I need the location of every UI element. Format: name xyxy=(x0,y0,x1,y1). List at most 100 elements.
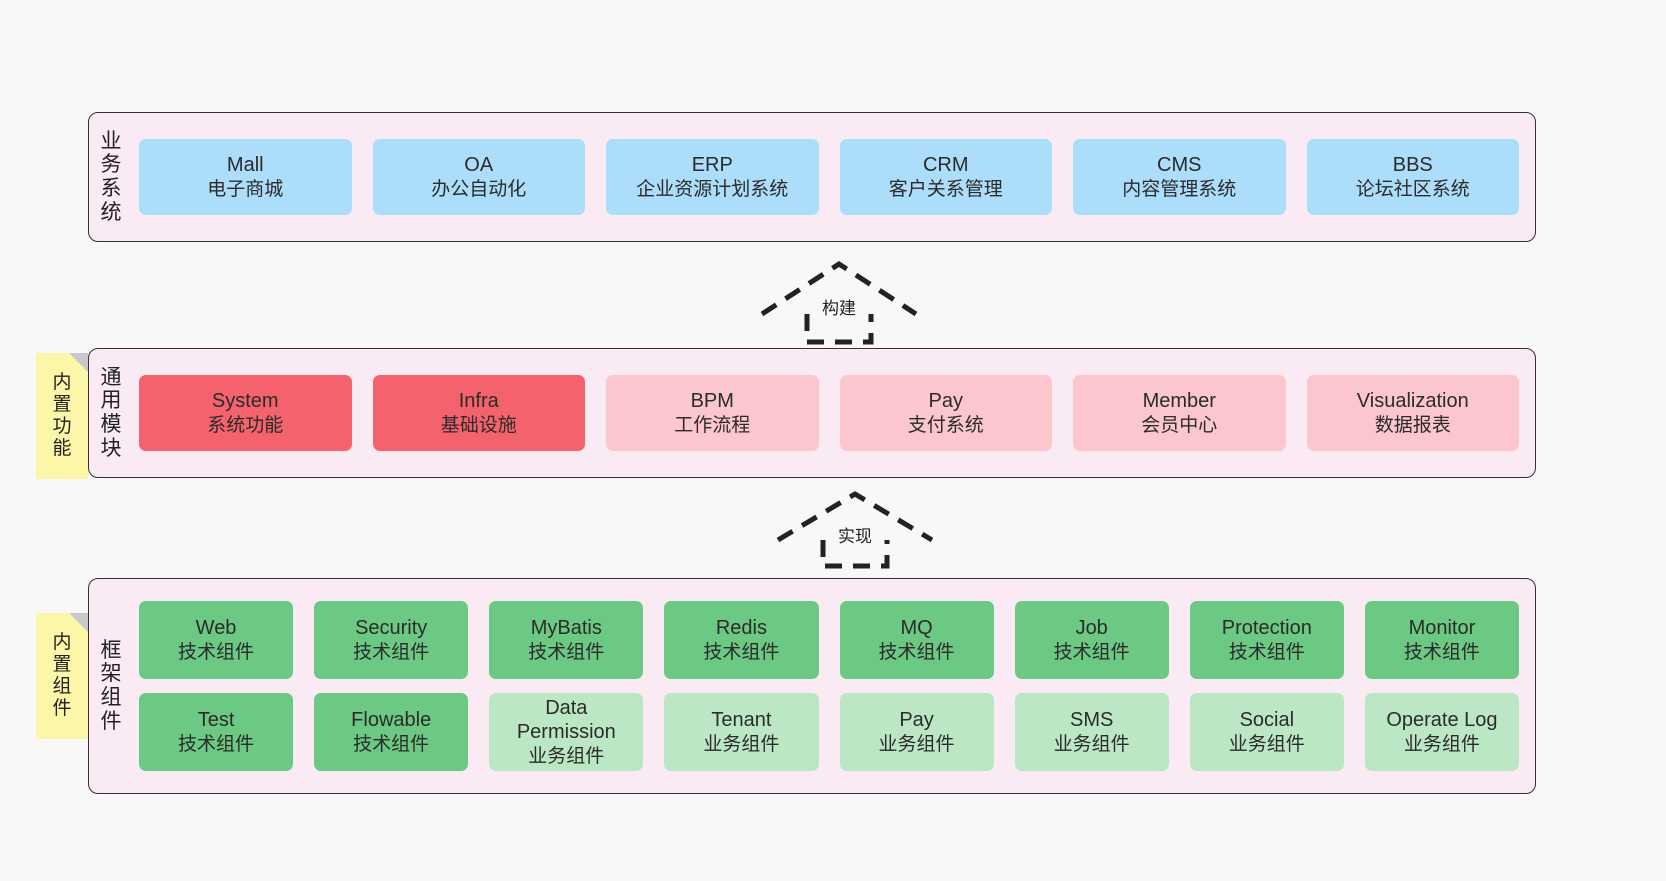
vertical-label-char: 务 xyxy=(100,153,122,177)
layer-framework-component-label: 框架组件 xyxy=(89,579,133,793)
module-box-desc: 客户关系管理 xyxy=(888,178,1003,200)
vertical-label-char: 模 xyxy=(100,413,122,436)
module-box-name: Mall xyxy=(226,154,264,177)
module-box-desc: 业务组件 xyxy=(1403,733,1480,755)
vertical-label-char: 框 xyxy=(100,638,122,662)
module-box-desc: 业务组件 xyxy=(703,733,780,755)
vertical-label-char: 内 xyxy=(52,371,72,393)
module-box-desc: 技术组件 xyxy=(703,641,780,663)
vertical-label-char: 块 xyxy=(100,436,122,460)
module-box-desc: 技术组件 xyxy=(1053,641,1130,663)
module-box-desc: 内容管理系统 xyxy=(1122,178,1237,200)
module-box-desc: 技术组件 xyxy=(528,641,605,663)
module-box-name: Visualization xyxy=(1356,390,1469,413)
module-box-desc: 数据报表 xyxy=(1374,414,1451,436)
sticky-note-builtin-component: 内置组件 xyxy=(36,613,88,739)
arrow-build: 构建 xyxy=(744,256,934,348)
module-box-desc: 基础设施 xyxy=(440,414,517,436)
module-box-name: Social xyxy=(1239,709,1295,732)
module-box-desc: 技术组件 xyxy=(178,641,255,663)
module-box-desc: 技术组件 xyxy=(1228,641,1305,663)
vertical-label-char: 能 xyxy=(52,438,72,460)
vertical-label-char: 件 xyxy=(52,698,72,720)
vertical-label-char: 用 xyxy=(100,389,122,413)
module-box-name: Pay xyxy=(899,709,934,732)
module-box-name: MyBatis xyxy=(530,617,602,640)
vertical-label-char: 件 xyxy=(100,709,122,733)
sticky-fold-icon xyxy=(69,613,88,632)
vertical-label-char: 架 xyxy=(100,662,122,686)
vertical-label-char: 置 xyxy=(52,393,72,415)
module-box-desc: 技术组件 xyxy=(353,733,430,755)
layer-business-system-label: 业务系统 xyxy=(89,113,133,241)
vertical-label-char: 组 xyxy=(52,676,72,697)
module-box-name: Flowable xyxy=(351,709,432,732)
module-box-name: Operate Log xyxy=(1386,709,1498,732)
module-box-desc: 办公自动化 xyxy=(431,178,527,200)
vertical-label-char: 置 xyxy=(52,653,72,675)
module-box-desc: 支付系统 xyxy=(907,414,984,436)
module-box-name: Monitor xyxy=(1408,617,1476,640)
module-box-name: Job xyxy=(1075,617,1108,640)
vertical-label-char: 统 xyxy=(100,200,122,224)
module-box-desc: 工作流程 xyxy=(674,414,751,436)
module-box-desc: 技术组件 xyxy=(1403,641,1480,663)
sticky-fold-icon xyxy=(69,353,88,372)
vertical-label-char: 组 xyxy=(100,686,122,709)
module-box-desc: 业务组件 xyxy=(1053,733,1130,755)
module-box-name: Test xyxy=(197,709,235,732)
module-box-name: System xyxy=(211,390,279,413)
module-box-name: Infra xyxy=(458,390,499,413)
module-box-name: Member xyxy=(1142,390,1216,413)
module-box-desc: 系统功能 xyxy=(207,414,284,436)
module-box-name: Redis xyxy=(715,617,767,640)
module-box-name: Tenant xyxy=(711,709,772,732)
module-box-desc: 企业资源计划系统 xyxy=(636,178,789,200)
sticky-note-builtin-feature: 内置功能 xyxy=(36,353,88,479)
arrow-implement: 实现 xyxy=(760,488,950,570)
module-box-desc: 业务组件 xyxy=(1228,733,1305,755)
module-box-desc: 技术组件 xyxy=(353,641,430,663)
vertical-label-char: 内 xyxy=(52,631,72,653)
module-box-desc: 论坛社区系统 xyxy=(1355,178,1470,200)
module-box-name: Pay xyxy=(928,390,963,413)
vertical-label-char: 系 xyxy=(100,177,122,200)
module-box-name: Data Permission xyxy=(516,697,616,744)
module-box-desc: 技术组件 xyxy=(178,733,255,755)
